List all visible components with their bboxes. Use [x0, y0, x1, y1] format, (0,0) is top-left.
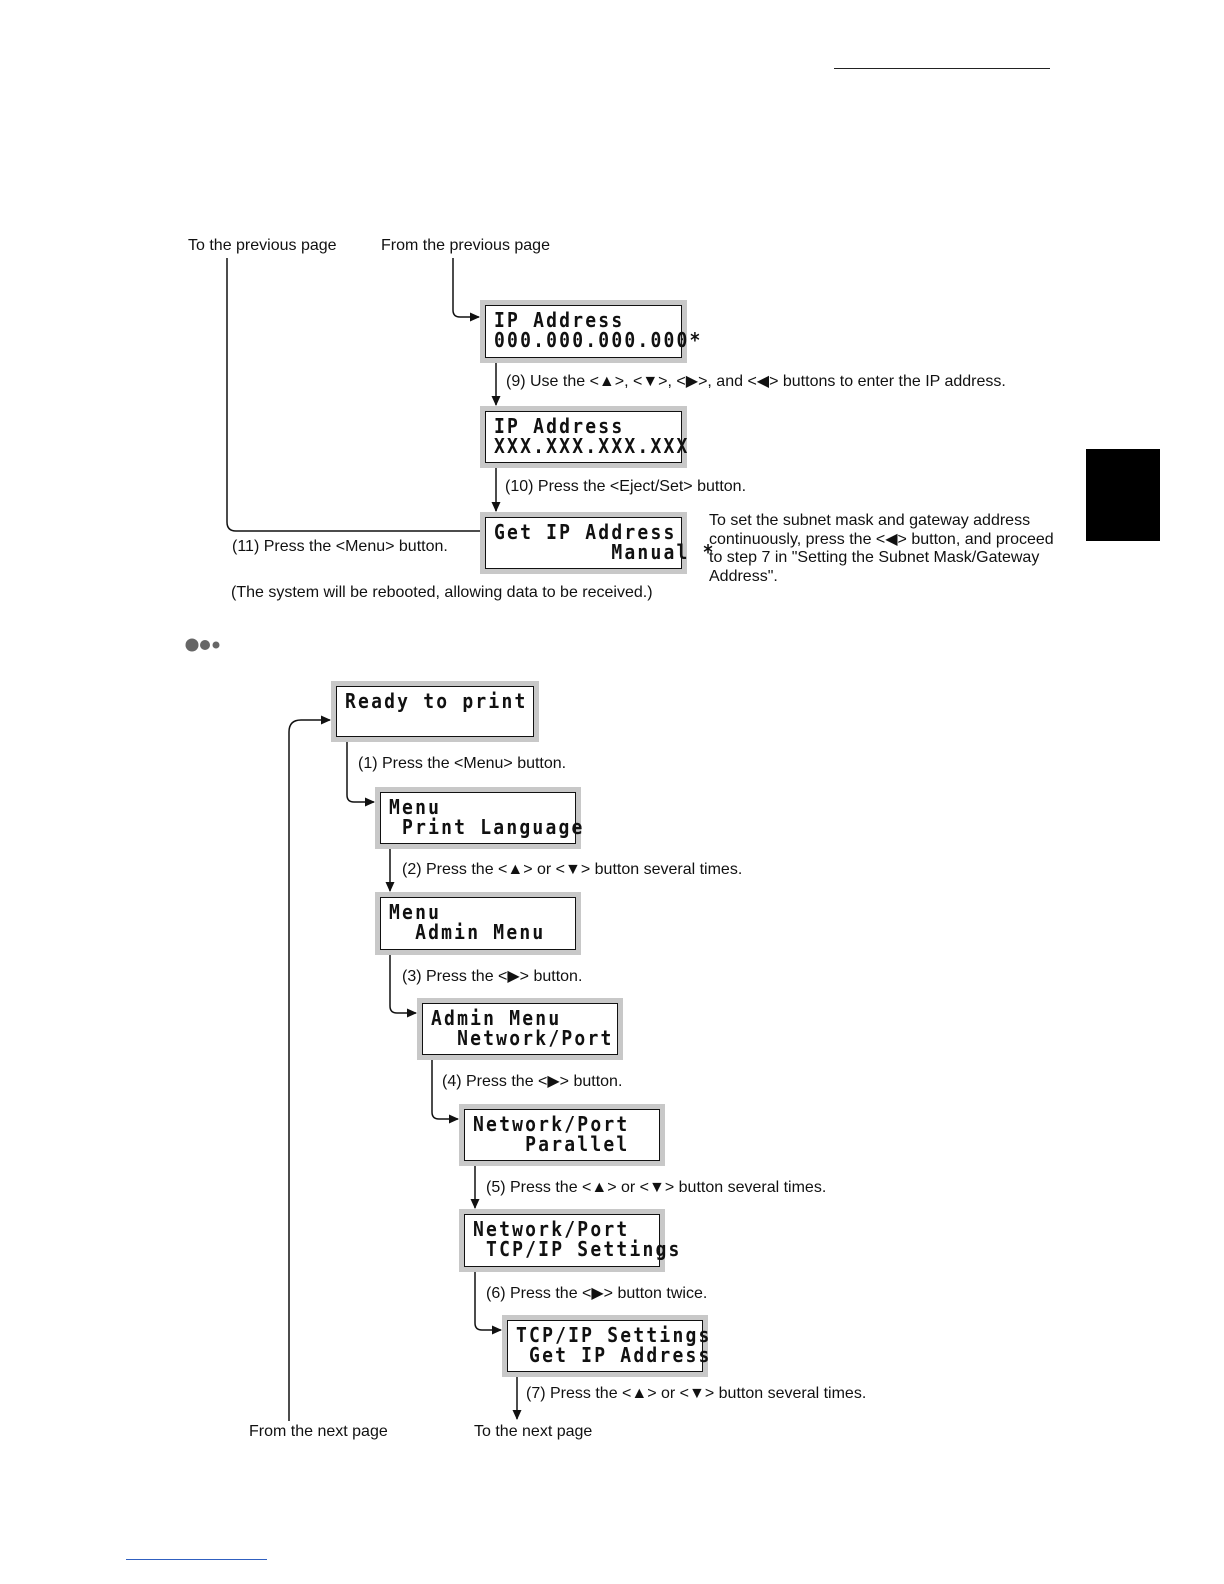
- lcd-line-1: IP Address: [494, 414, 625, 439]
- step-2-text: (2) Press the <▲> or <▼> button several …: [402, 861, 743, 878]
- arrow-step1: [346, 742, 375, 807]
- lcd-line-1: IP Address: [494, 308, 625, 333]
- lcd-ip-address-entered: IP Address XXX.XXX.XXX.XXX: [480, 406, 687, 468]
- lcd-line-2: Parallel: [473, 1132, 630, 1157]
- lcd-line-2: Get IP Address: [516, 1343, 712, 1368]
- lcd-line-2: XXX.XXX.XXX.XXX: [494, 434, 690, 459]
- arrow-step4: [431, 1060, 459, 1124]
- step-10-text: (10) Press the <Eject/Set> button.: [505, 478, 747, 495]
- label-from-next-page: From the next page: [249, 1423, 388, 1440]
- lcd-ip-address-default: IP Address 000.000.000.000*: [480, 300, 700, 363]
- three-dots-icon: [185, 638, 220, 652]
- step-11-text: (11) Press the <Menu> button.: [232, 538, 448, 555]
- lcd-network-parallel: Network/Port Parallel: [459, 1104, 665, 1166]
- subnet-gateway-note: To set the subnet mask and gateway addre…: [709, 512, 1054, 585]
- lcd-admin-network-port: Admin Menu Network/Port: [417, 998, 623, 1060]
- lcd-line-1: Network/Port: [473, 1217, 630, 1242]
- lcd-line-2: Network/Port: [431, 1026, 614, 1051]
- arrow-to-previous: [226, 258, 480, 532]
- step-3-text: (3) Press the <▶> button.: [402, 968, 583, 985]
- lcd-line-2: TCP/IP Settings: [473, 1237, 682, 1262]
- lcd-line-1: Menu: [389, 900, 442, 925]
- chapter-tab: [1086, 449, 1160, 541]
- lcd-line-1: Menu: [389, 795, 442, 820]
- arrow-step3: [389, 955, 417, 1018]
- lcd-line-1: TCP/IP Settings: [516, 1323, 712, 1348]
- lcd-line-1: Ready to print: [345, 689, 528, 714]
- step-5-text: (5) Press the <▲> or <▼> button several …: [486, 1179, 827, 1196]
- label-from-previous-page: From the previous page: [381, 237, 550, 254]
- lcd-ready-to-print: Ready to print: [331, 681, 539, 742]
- footer-rule: [126, 1559, 267, 1560]
- lcd-menu-print-language: Menu Print Language: [375, 787, 582, 849]
- lcd-menu-admin-menu: Menu Admin Menu: [375, 892, 581, 955]
- step-4-text: (4) Press the <▶> button.: [442, 1073, 623, 1090]
- arrow-from-next: [288, 715, 331, 1421]
- lcd-line-2: Print Language: [389, 815, 585, 840]
- lcd-line-2: Admin Menu: [389, 920, 546, 945]
- lcd-line-1: Network/Port: [473, 1112, 630, 1137]
- reboot-note: (The system will be rebooted, allowing d…: [231, 584, 653, 601]
- lcd-line-2: Manual *: [494, 540, 716, 565]
- arrow-from-previous: [452, 258, 480, 322]
- lcd-line-1: Admin Menu: [431, 1006, 562, 1031]
- lcd-get-ip-manual: Get IP Address Manual *: [480, 512, 713, 574]
- step-9-text: (9) Use the <▲>, <▼>, <▶>, and <◀> butto…: [506, 373, 1006, 390]
- lcd-line-2: 000.000.000.000*: [494, 328, 703, 353]
- lcd-network-tcpip: Network/Port TCP/IP Settings: [459, 1209, 679, 1272]
- lcd-line-1: Get IP Address: [494, 520, 677, 545]
- label-to-previous-page: To the previous page: [188, 237, 337, 254]
- header-rule: [834, 68, 1050, 69]
- step-1-text: (1) Press the <Menu> button.: [358, 755, 567, 772]
- lcd-tcpip-get-ip-address: TCP/IP Settings Get IP Address: [502, 1315, 709, 1377]
- step-7-text: (7) Press the <▲> or <▼> button several …: [526, 1385, 867, 1402]
- step-6-text: (6) Press the <▶> button twice.: [486, 1285, 708, 1302]
- label-to-next-page: To the next page: [474, 1423, 593, 1440]
- arrow-step6: [474, 1272, 502, 1335]
